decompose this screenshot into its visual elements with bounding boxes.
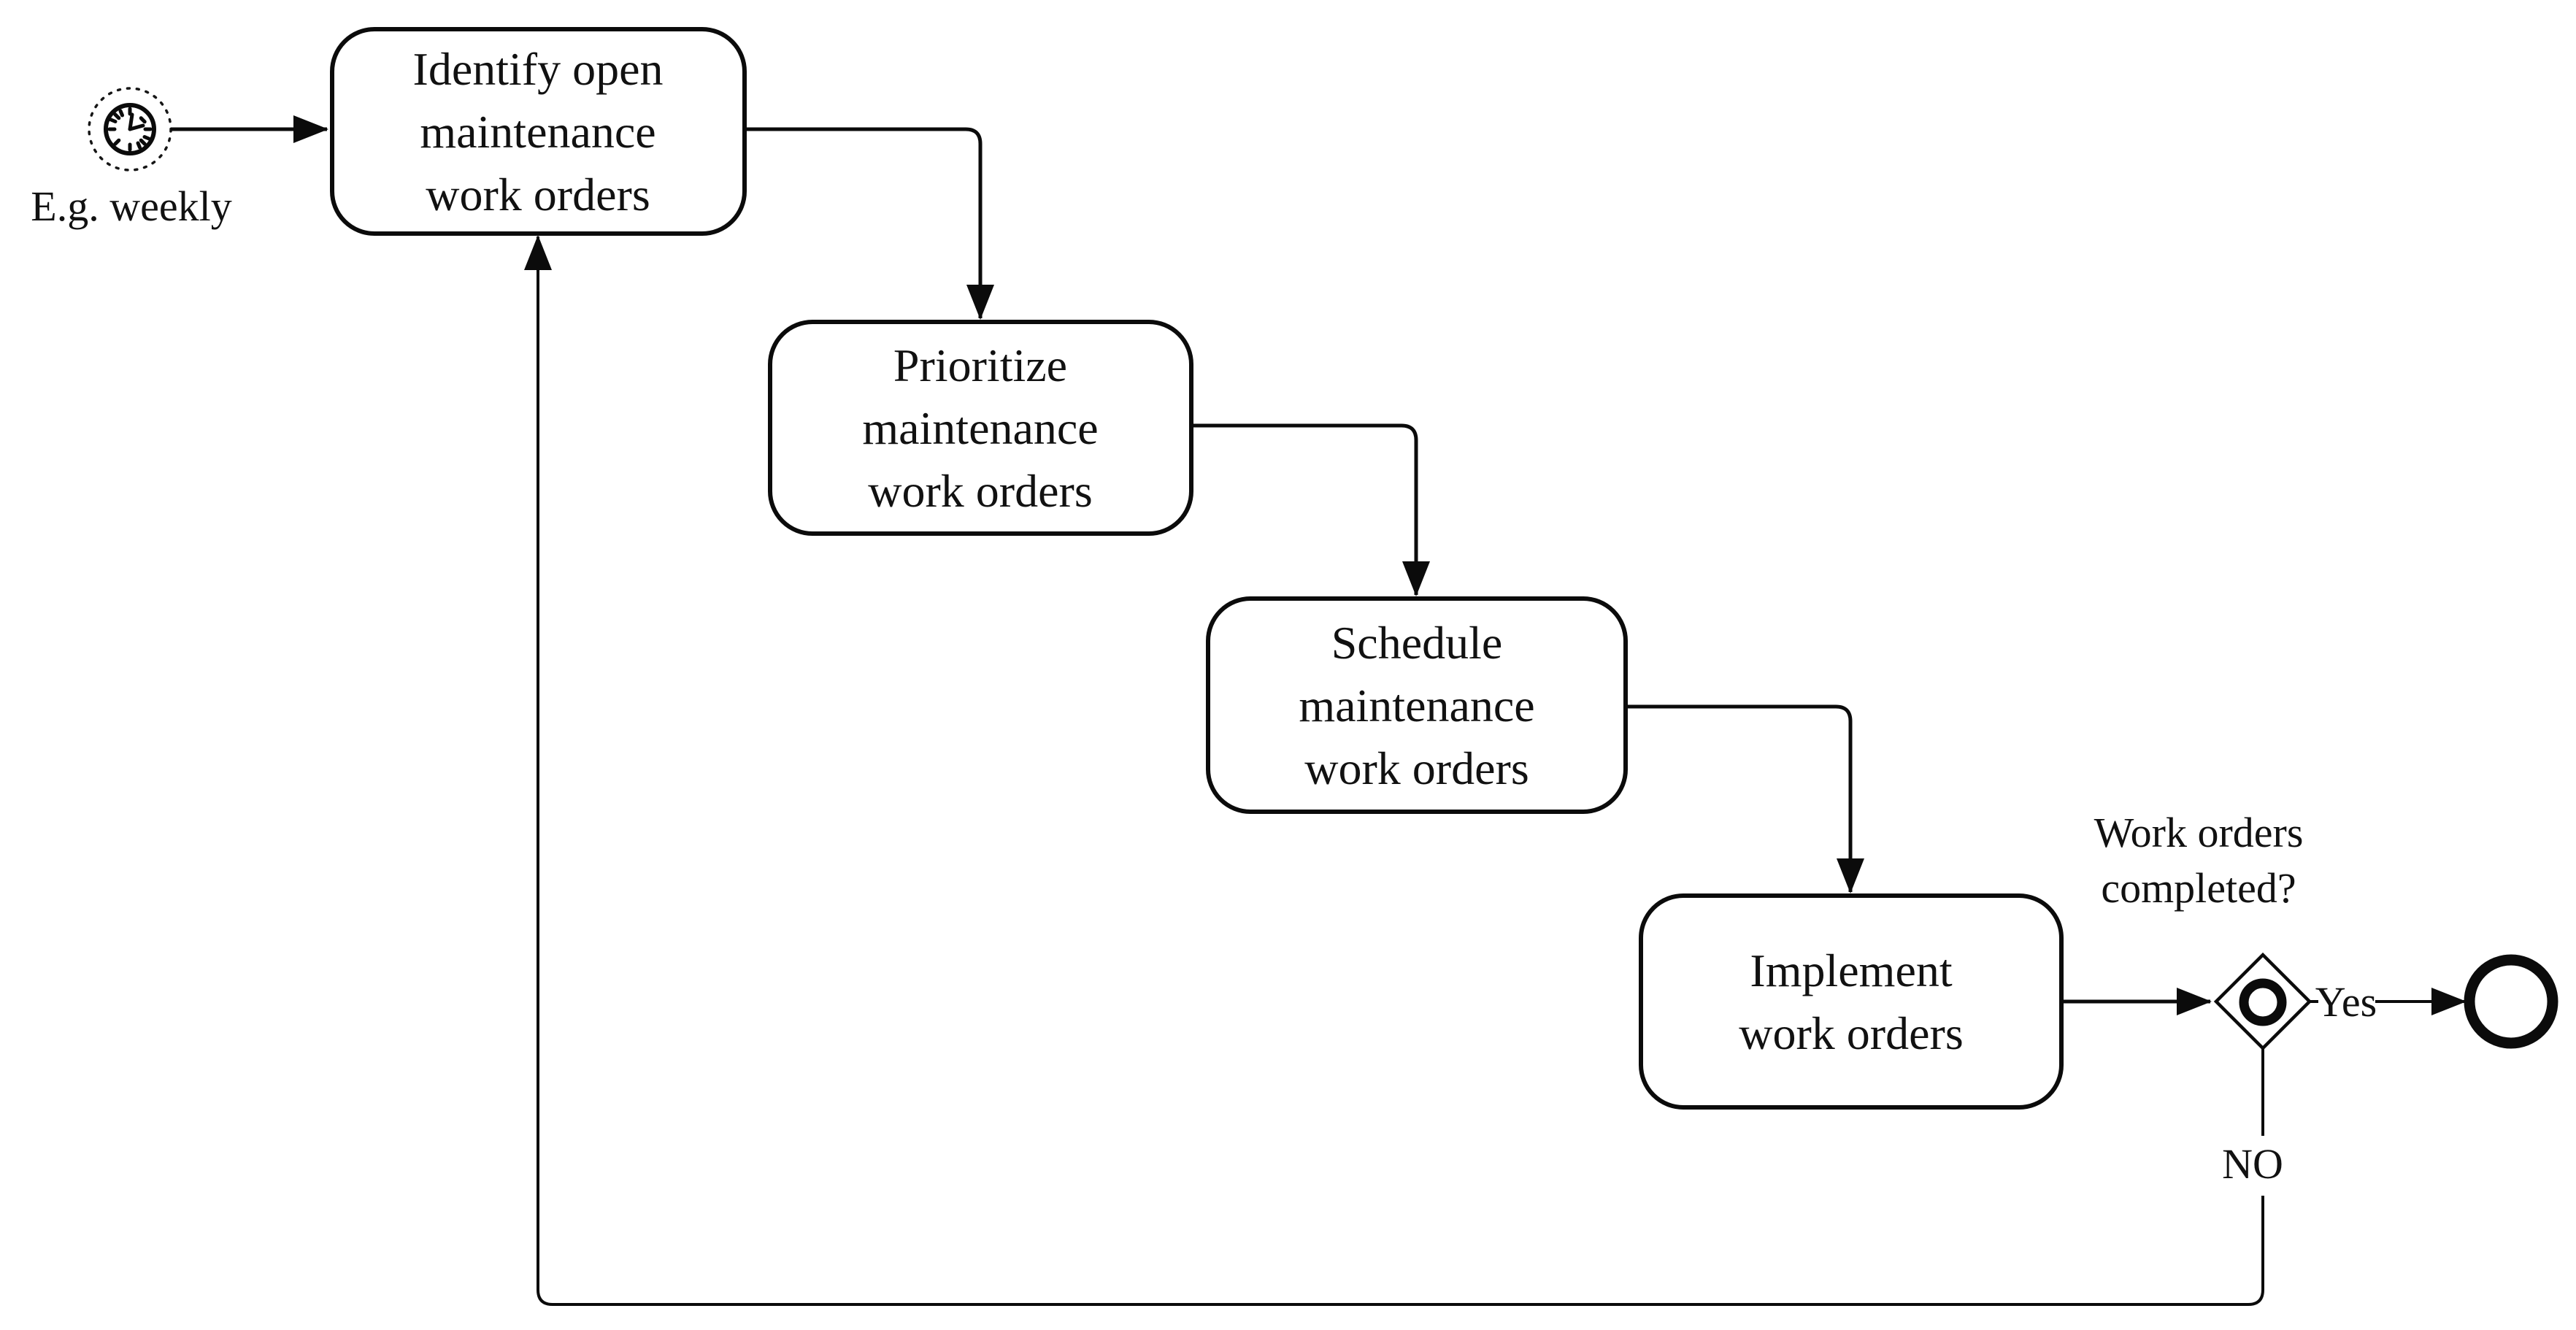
no-label: NO: [2222, 1140, 2283, 1188]
task-label-line: Prioritize: [893, 339, 1067, 391]
task-label-line: work orders: [426, 169, 650, 220]
end-event: [2464, 954, 2558, 1049]
task-prioritize-maintenance-work-orders: Prioritize maintenance work orders: [768, 320, 1193, 536]
gateway-question-line: Work orders: [2094, 809, 2304, 856]
task-label-line: work orders: [868, 465, 1092, 517]
task-label-line: work orders: [1739, 1007, 1963, 1059]
yes-label: Yes: [2315, 978, 2377, 1026]
gateway-question-line: completed?: [2101, 864, 2296, 912]
task-label-line: work orders: [1304, 742, 1529, 794]
task-schedule-maintenance-work-orders: Schedule maintenance work orders: [1206, 596, 1628, 814]
flow-gateway-yes-to-end: Yes: [2310, 978, 2467, 1026]
task-identify-open-maintenance-work-orders: Identify open maintenance work orders: [330, 27, 747, 236]
task-label-line: maintenance: [862, 402, 1098, 454]
task-label-line: maintenance: [420, 106, 655, 158]
task-label-line: Schedule: [1331, 617, 1503, 669]
flow-gateway-no-loop: NO: [524, 235, 2283, 1306]
inclusive-gateway: Work orders completed?: [2094, 809, 2312, 1051]
clock-icon: [104, 103, 156, 155]
task-label-line: Implement: [1750, 945, 1952, 996]
task-implement-work-orders: Implement work orders: [1639, 893, 2064, 1110]
start-event-label: E.g. weekly: [31, 182, 231, 230]
flow-prioritize-to-schedule: [1191, 423, 1430, 596]
timer-start-event: E.g. weekly: [31, 87, 232, 230]
task-label-line: maintenance: [1299, 680, 1534, 731]
task-label-line: Identify open: [413, 43, 664, 95]
flow-identify-to-prioritize: [745, 127, 994, 320]
gateway-inner-circle-icon: [2239, 978, 2287, 1026]
flow-schedule-to-implement: [1626, 704, 1864, 893]
